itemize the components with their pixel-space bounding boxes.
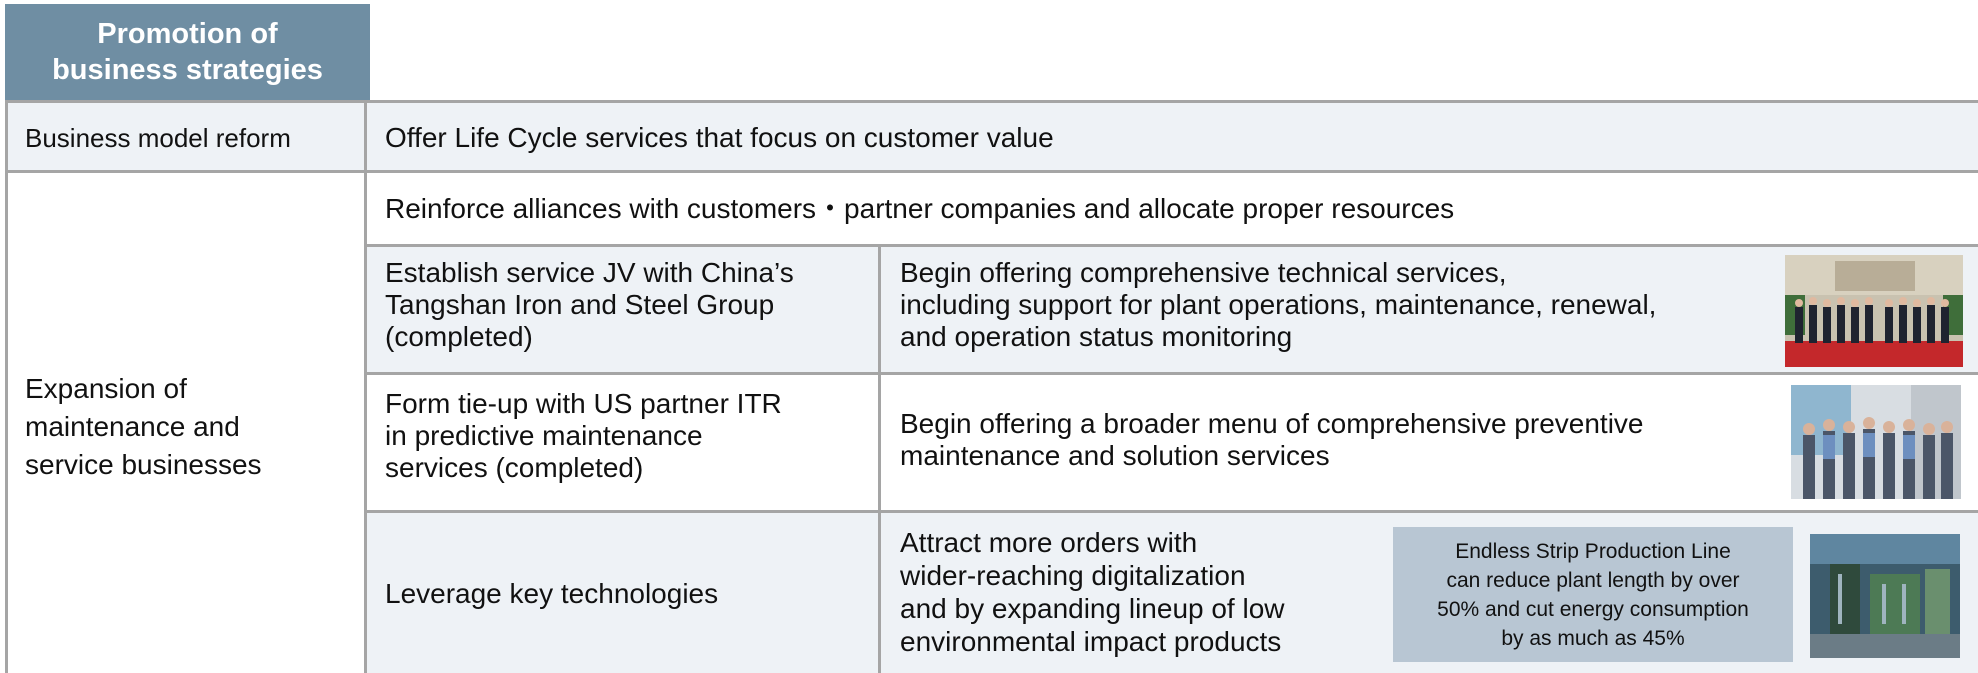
expansion-label: Expansion of maintenance and service bus… (25, 370, 262, 484)
item2-action: Form tie-up with US partner ITR in predi… (385, 388, 782, 484)
item3-result-line: wider-reaching digitalization (900, 560, 1246, 591)
grid-line (878, 244, 881, 673)
row-business-model-bg (5, 102, 1978, 171)
item1-result-line: including support for plant operations, … (900, 289, 1657, 320)
callout-line: can reduce plant length by over (1446, 568, 1740, 592)
item3-result-line: Attract more orders with (900, 527, 1198, 558)
item1-result-line: Begin offering comprehensive technical s… (900, 257, 1507, 288)
row-item1-bg (367, 246, 1978, 372)
header-line-1: Promotion of (97, 18, 278, 50)
item1-result-line: and operation status monitoring (900, 321, 1293, 352)
group-photo-office-icon (1791, 385, 1961, 499)
expansion-label-line: service businesses (25, 449, 262, 480)
item2-action-line: Form tie-up with US partner ITR (385, 388, 782, 419)
item2-result-line: Begin offering a broader menu of compreh… (900, 408, 1644, 439)
grid-line (364, 100, 367, 673)
expansion-label-line: Expansion of (25, 373, 187, 404)
item2-action-line: services (completed) (385, 452, 644, 483)
callout-line: Endless Strip Production Line (1455, 539, 1731, 563)
header-line-2: business strategies (52, 54, 323, 86)
item3-result: Attract more orders with wider-reaching … (900, 526, 1285, 658)
business-model-label: Business model reform (25, 123, 291, 153)
grid-line (5, 100, 1978, 103)
item3-result-line: and by expanding lineup of low (900, 593, 1285, 624)
grid-line (367, 372, 1978, 375)
callout-line: 50% and cut energy consumption (1437, 597, 1749, 621)
grid-line (5, 170, 1978, 173)
item2-action-line: in predictive maintenance (385, 420, 703, 451)
grid-line (367, 244, 1978, 247)
section-header-tab: Promotion of business strategies (5, 4, 370, 100)
item3-result-line: environmental impact products (900, 626, 1282, 657)
grid-line (5, 100, 8, 673)
item2-result-line: maintenance and solution services (900, 440, 1330, 471)
esp-callout-box: Endless Strip Production Line can reduce… (1393, 527, 1793, 662)
callout-line: by as much as 45% (1501, 626, 1685, 650)
group-photo-ceremony-icon (1785, 255, 1963, 367)
item3-action-line: Leverage key technologies (385, 578, 719, 609)
expansion-label-line: maintenance and (25, 411, 240, 442)
grid-line (367, 510, 1978, 513)
expansion-summary: Reinforce alliances with customers・partn… (385, 193, 1455, 224)
item1-action-line: Tangshan Iron and Steel Group (385, 289, 775, 320)
item3-action: Leverage key technologies (385, 578, 718, 610)
item1-action-line: Establish service JV with China’s (385, 257, 794, 288)
item2-result: Begin offering a broader menu of compreh… (900, 408, 1644, 472)
item1-action: Establish service JV with China’s Tangsh… (385, 257, 794, 353)
business-model-description: Offer Life Cycle services that focus on … (385, 122, 1054, 153)
steel-mill-photo-icon (1810, 534, 1960, 658)
item1-action-line: (completed) (385, 321, 533, 352)
item1-result: Begin offering comprehensive technical s… (900, 257, 1656, 353)
